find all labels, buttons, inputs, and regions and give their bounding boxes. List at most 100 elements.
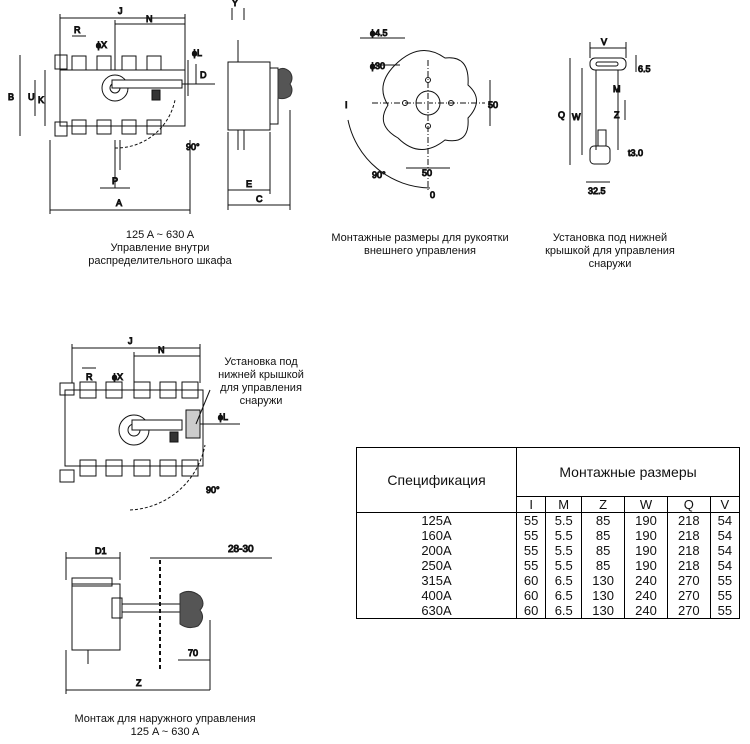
- value-cell: 218: [666, 528, 711, 543]
- label-phi30: ϕ30: [370, 61, 385, 71]
- value-cell: 218: [666, 512, 711, 528]
- side-view-drawing: [227, 8, 293, 210]
- label-N: N: [146, 14, 153, 24]
- label-V50: 50: [488, 100, 498, 110]
- value-cell: 6.5: [545, 588, 583, 603]
- label-angle-2: 90°: [372, 170, 386, 180]
- label-U: U: [28, 92, 35, 102]
- spec-cell: 250A: [355, 558, 518, 573]
- value-cell: 85: [581, 512, 626, 528]
- label-V: V: [601, 37, 607, 47]
- label-325: 32.5: [588, 186, 606, 196]
- label-L2: ϕL: [218, 412, 228, 422]
- front-view-drawing: [19, 14, 215, 214]
- value-cell: 5.5: [545, 512, 583, 528]
- spec-cell: 125A: [355, 512, 518, 528]
- value-cell: 55: [516, 528, 547, 543]
- value-cell: 60: [516, 573, 547, 588]
- value-cell: 130: [581, 588, 626, 603]
- column-header-m: M: [545, 496, 583, 513]
- label-E: E: [246, 179, 252, 189]
- label-Z: Z: [614, 110, 620, 120]
- label-X2: ϕX: [112, 372, 123, 382]
- caption-front-view: 125 A ~ 630 A Управление внутри распреде…: [88, 229, 232, 267]
- label-2830: 28-30: [228, 544, 254, 555]
- label-phi45: ϕ4.5: [370, 28, 388, 38]
- value-cell: 85: [581, 528, 626, 543]
- value-cell: 60: [516, 603, 547, 619]
- label-C: C: [256, 194, 263, 204]
- label-Z2: Z: [136, 678, 142, 688]
- value-cell: 190: [624, 512, 668, 528]
- value-cell: 55: [516, 543, 547, 558]
- label-angle-1: 90°: [186, 142, 200, 152]
- label-Y: Y: [232, 0, 238, 8]
- column-header-v: V: [709, 496, 741, 513]
- label-W: W: [572, 112, 581, 122]
- label-D: D: [200, 70, 207, 80]
- caption-handle-mount: Монтажные размеры для рукоятки внешнего …: [331, 232, 509, 257]
- label-Q: Q: [558, 110, 565, 120]
- label-N2: N: [158, 345, 165, 355]
- label-angle-3: 90°: [206, 485, 220, 495]
- spec-cell: 200A: [355, 543, 518, 558]
- front-view-2-drawing: [59, 344, 240, 511]
- value-cell: 6.5: [545, 603, 583, 619]
- label-J2: J: [128, 336, 133, 346]
- value-cell: 55: [516, 512, 547, 528]
- value-cell: 190: [624, 528, 668, 543]
- value-cell: 270: [666, 573, 711, 588]
- label-B: B: [8, 92, 14, 102]
- value-cell: 240: [624, 603, 668, 619]
- value-cell: 270: [666, 588, 711, 603]
- value-cell: 240: [624, 573, 668, 588]
- column-header-z: Z: [581, 496, 626, 513]
- value-cell: 54: [709, 512, 741, 528]
- spec-cell: 630A: [355, 603, 518, 619]
- label-65: 6.5: [638, 64, 651, 74]
- spec-cell: 160A: [355, 528, 518, 543]
- spec-cell: 400A: [355, 588, 518, 603]
- handle-mount-drawing: [347, 37, 491, 190]
- header-dims: Монтажные размеры: [516, 447, 740, 497]
- value-cell: 5.5: [545, 543, 583, 558]
- label-D1: D1: [95, 546, 107, 556]
- cover-mount-bracket-drawing: [569, 42, 637, 183]
- column-header-q: Q: [666, 496, 711, 513]
- value-cell: 55: [709, 588, 741, 603]
- value-cell: 240: [624, 588, 668, 603]
- caption-cover-mount-side: Установка под нижней крышкой для управле…: [218, 356, 304, 407]
- value-cell: 130: [581, 573, 626, 588]
- label-H50: 50: [422, 168, 432, 178]
- label-X: ϕX: [96, 40, 107, 50]
- column-header-w: W: [624, 496, 668, 513]
- label-70: 70: [188, 648, 198, 658]
- value-cell: 218: [666, 558, 711, 573]
- value-cell: 270: [666, 603, 711, 619]
- label-zero: 0: [430, 190, 435, 200]
- value-cell: 60: [516, 588, 547, 603]
- value-cell: 85: [581, 558, 626, 573]
- value-cell: 54: [709, 528, 741, 543]
- value-cell: 54: [709, 543, 741, 558]
- column-header-i: I: [516, 496, 547, 513]
- label-K: K: [38, 95, 44, 105]
- label-L: ϕL: [192, 48, 202, 58]
- label-J: J: [118, 6, 123, 16]
- label-I: I: [345, 100, 348, 110]
- value-cell: 55: [709, 603, 741, 619]
- value-cell: 218: [666, 543, 711, 558]
- label-R: R: [74, 25, 81, 35]
- label-A: A: [116, 198, 122, 208]
- value-cell: 190: [624, 558, 668, 573]
- value-cell: 55: [709, 573, 741, 588]
